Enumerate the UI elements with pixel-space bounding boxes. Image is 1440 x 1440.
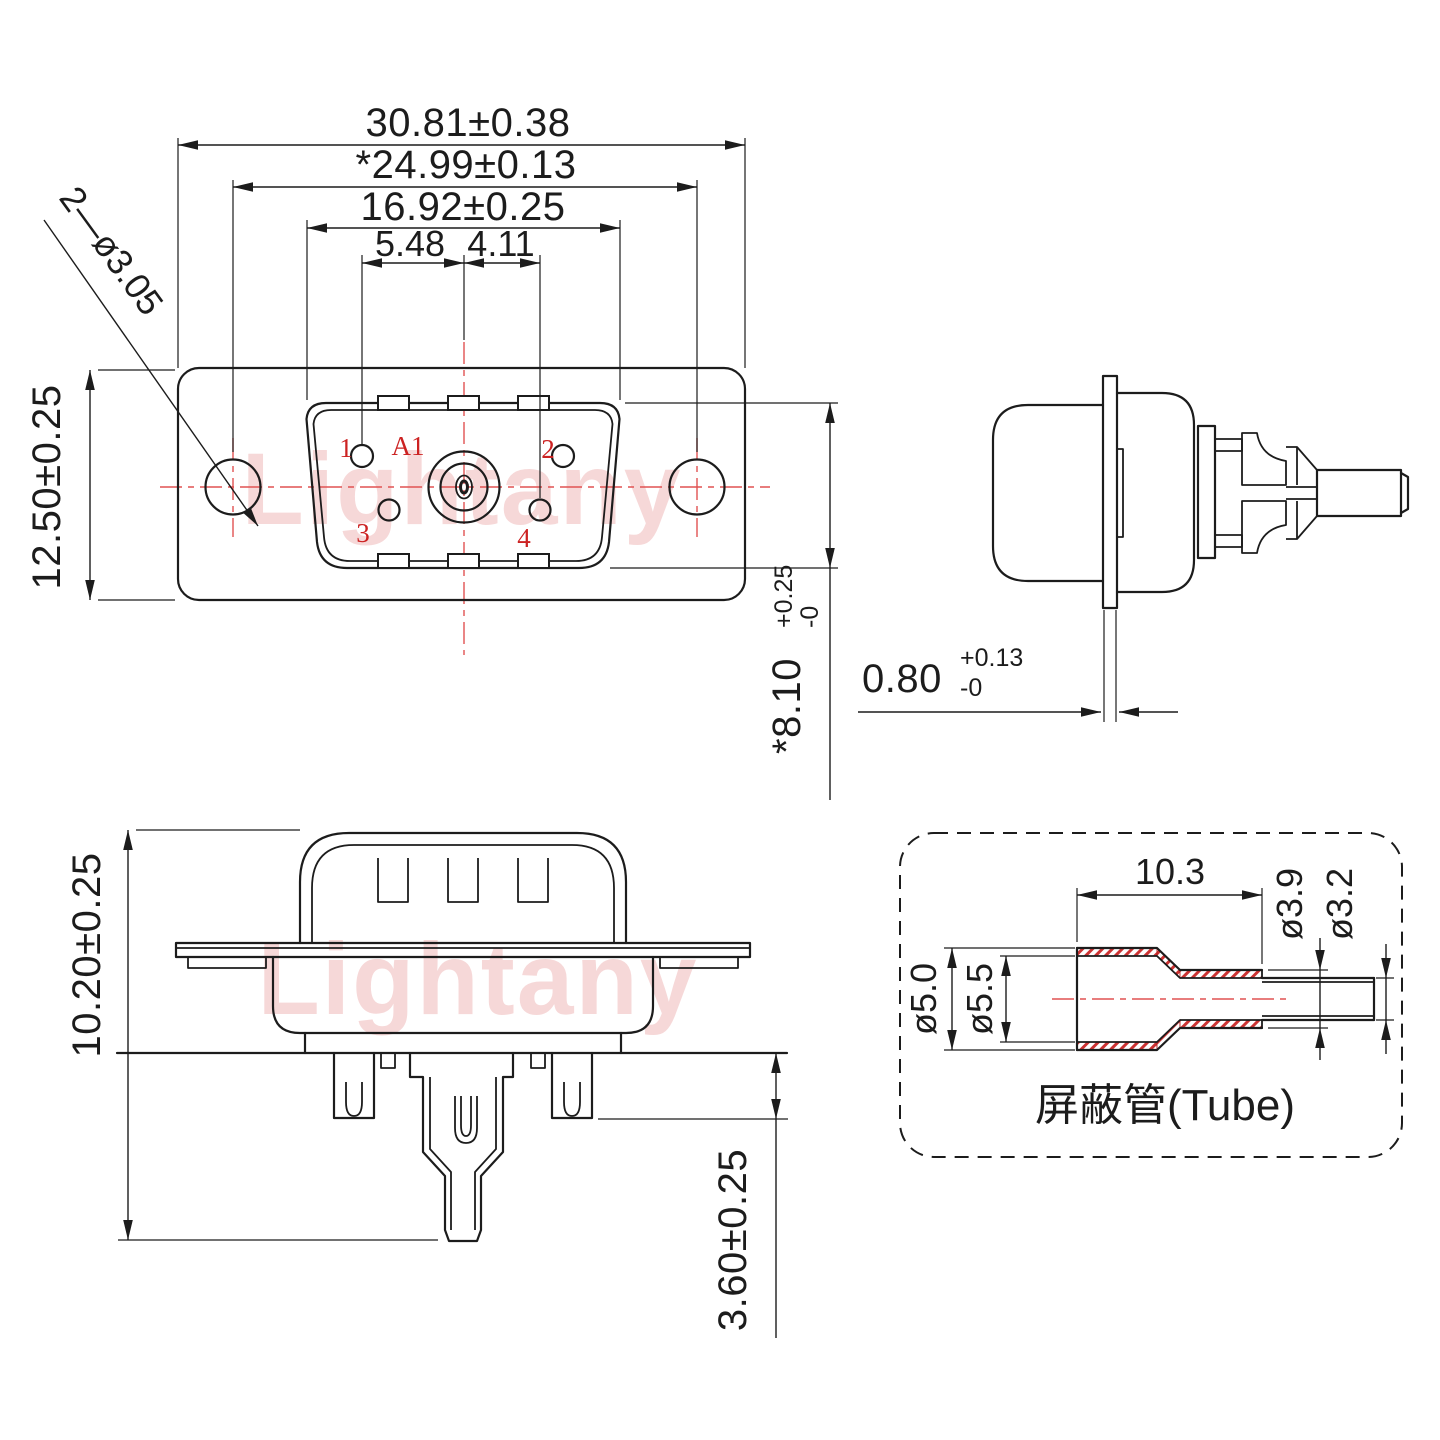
side-contacts [1214, 432, 1410, 554]
front-extension-lines [98, 138, 838, 601]
elev-shell-slots [377, 858, 549, 903]
tube-dims: 10.3 ø5.0 ø5.5 ø3.9 ø3.2 [903, 851, 1394, 1060]
dim-shell-height: *8.10 +0.25 -0 [765, 565, 824, 754]
dim-tube-od: ø3.2 [1319, 868, 1360, 940]
elev-coax-tail [408, 1051, 515, 1243]
tube-panel-border [899, 832, 1403, 1158]
elev-flange-step-right [659, 957, 739, 969]
side-view: 0.80 +0.13 -0 [858, 374, 1410, 722]
elev-flange [174, 941, 752, 959]
dim-flange-thickness-main: 0.80 [862, 657, 942, 701]
elev-shell-inner [311, 844, 615, 943]
side-shell [991, 403, 1105, 583]
front-centerlines [160, 342, 770, 655]
elev-dims: 10.20±0.25 3.60±0.25 [65, 829, 788, 1338]
dim-body-height: 10.20±0.25 [65, 853, 109, 1058]
side-body-notch [1117, 448, 1124, 538]
dim-tail-length: 3.60±0.25 [711, 1149, 755, 1331]
side-body [1115, 391, 1196, 594]
side-coax-barrel [1315, 468, 1403, 518]
dim-width-outer: 30.81±0.38 [366, 101, 571, 145]
pin-label-a1: A1 [392, 431, 425, 461]
coax-contact-a1 [427, 450, 501, 524]
dim-big-id: ø5.0 [903, 963, 944, 1035]
elev-flange-step-left [187, 957, 267, 969]
tube-panel-title: 屏蔽管(Tube) [1035, 1081, 1295, 1130]
dim-shell-height-minus: -0 [796, 606, 824, 628]
pin-label-2: 2 [541, 434, 555, 464]
pin-label-3: 3 [356, 518, 370, 548]
dshell-outer [305, 401, 621, 570]
dim-width-shell: 16.92±0.25 [361, 185, 566, 229]
side-flange [1101, 374, 1119, 610]
side-dim-flange-thickness: 0.80 +0.13 -0 [858, 610, 1178, 722]
pin-4 [528, 498, 552, 522]
side-insulator [1196, 424, 1217, 560]
dim-height-flange: 12.50±0.25 [25, 385, 69, 590]
elev-pedestal [303, 1031, 623, 1055]
dim-big-od: ø5.5 [959, 963, 1000, 1035]
dim-pin-offset-left: 5.48 [375, 223, 445, 264]
tube-hatched-walls [1076, 946, 1263, 1052]
mounting-hole-left [204, 458, 262, 516]
dim-flange-thickness-plus: +0.13 [960, 644, 1023, 672]
elevation-view: 10.20±0.25 3.60±0.25 [65, 829, 789, 1338]
dim-boot-od: ø3.9 [1269, 868, 1310, 940]
front-dimension-lines [43, 140, 835, 800]
dim-shell-height-main: *8.10 [765, 658, 809, 754]
pin-1 [349, 443, 375, 469]
pin-2 [550, 443, 576, 469]
tube-outline [1075, 946, 1376, 1052]
dshell-slots [377, 395, 550, 569]
mounting-hole-right [668, 458, 726, 516]
watermark-bottom: Lightany [258, 922, 699, 1036]
elev-contacts [332, 1051, 594, 1120]
dim-pin-offset-right: 4.11 [467, 223, 534, 264]
dim-shell-height-plus: +0.25 [770, 565, 798, 628]
pin-label-4: 4 [517, 523, 531, 553]
dim-flange-thickness-minus: -0 [960, 674, 982, 702]
tube-panel: 10.3 ø5.0 ø5.5 ø3.9 ø3.2 屏蔽管(Tube) [899, 832, 1403, 1158]
pin-3 [377, 498, 401, 522]
dshell-inner [312, 409, 614, 562]
front-flange-outline [176, 366, 747, 602]
dim-boot-length: 10.3 [1135, 851, 1205, 892]
elev-shell-outer [298, 831, 628, 945]
elev-body [271, 955, 655, 1035]
pin-label-1: 1 [339, 433, 353, 463]
dim-width-holes: *24.99±0.13 [356, 143, 577, 187]
